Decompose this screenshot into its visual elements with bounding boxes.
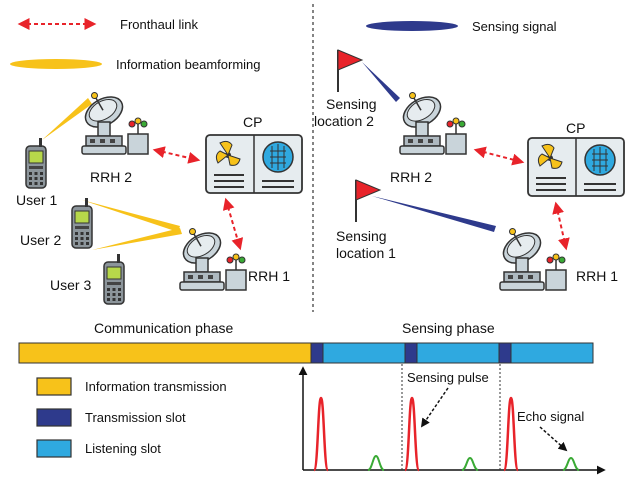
echo-2 (461, 456, 479, 471)
user1-label: User 1 (16, 192, 57, 208)
legend-fronthaul-label: Fronthaul link (120, 17, 199, 32)
fronthaul-right-rrh2-cp (473, 146, 525, 166)
user3-label: User 3 (50, 277, 91, 293)
fronthaul-rrh1-cp (222, 197, 244, 251)
timeline-slot-listen-slot (510, 342, 594, 364)
legend-listen-slot-swatch (36, 439, 72, 458)
sensing-beam-loc2 (362, 62, 400, 102)
cp-label-right: CP (566, 120, 585, 136)
timeline-slot-tx-slot (310, 342, 324, 364)
pulse-3 (502, 396, 520, 472)
left-panel: Fronthaul link Information beamforming R… (10, 17, 303, 305)
rrh1-label: RRH 1 (248, 268, 290, 284)
user3-phone-icon (103, 253, 125, 305)
rrh1-right-icon (492, 218, 567, 291)
pulse-plot: Sensing pulse Echo signal (298, 364, 606, 475)
user2-label: User 2 (20, 232, 61, 248)
rrh2-right-icon (392, 82, 467, 155)
timeline-slot-tx-slot (404, 342, 418, 364)
sense-phase-label: Sensing phase (402, 320, 495, 336)
fronthaul-rrh2-cp (152, 146, 201, 164)
sensing-pulse-arrow (420, 387, 449, 428)
timeline: Communication phase Sensing phase (18, 320, 594, 364)
timeline-slot-listen-slot (416, 342, 500, 364)
location2-line2: location 2 (314, 113, 374, 129)
pulse-1 (312, 396, 330, 472)
location2-line1: Sensing (326, 96, 377, 112)
beam-user3 (92, 228, 182, 250)
legend-tx-slot-swatch (36, 408, 72, 427)
legend-tx-slot-label: Transmission slot (85, 410, 186, 425)
echo-signal-label: Echo signal (517, 409, 584, 424)
right-panel: Sensing signal Sensing location 2 Sensin… (314, 19, 625, 291)
rrh2-label: RRH 2 (90, 169, 132, 185)
cp-icon-right (527, 137, 625, 197)
echo-3 (562, 456, 580, 471)
beam-user1 (42, 98, 92, 140)
legend-info-tx-swatch (36, 377, 72, 396)
user2-phone-icon (71, 197, 93, 249)
rrh1-right-label: RRH 1 (576, 268, 618, 284)
bottom-legend: Information transmission Transmission sl… (36, 377, 227, 458)
timeline-slot-info-tx (18, 342, 312, 364)
cp-label-left: CP (243, 114, 262, 130)
rrh2-right-label: RRH 2 (390, 169, 432, 185)
fronthaul-right-rrh1-cp (552, 201, 570, 251)
user1-phone-icon (25, 137, 47, 189)
legend-sensing-swatch (366, 21, 458, 31)
echo-1 (367, 454, 385, 471)
legend-beam-label: Information beamforming (116, 57, 261, 72)
sensing-beam-loc1 (372, 196, 496, 232)
echo-signal-arrow (539, 426, 568, 452)
rrh2-icon (74, 82, 149, 155)
timeline-slot-tx-slot (498, 342, 512, 364)
pulse-2 (403, 396, 421, 472)
cp-icon-left (205, 134, 303, 194)
legend-beam-swatch (10, 59, 102, 69)
timeline-slot-listen-slot (322, 342, 406, 364)
location1-line2: location 1 (336, 245, 396, 261)
legend-listen-slot-label: Listening slot (85, 441, 161, 456)
legend-sensing-label: Sensing signal (472, 19, 557, 34)
comm-phase-label: Communication phase (94, 320, 234, 336)
sensing-pulse-label: Sensing pulse (407, 370, 489, 385)
flag-location2-icon (337, 49, 363, 93)
timeline-bar (18, 342, 594, 364)
beam-user2 (82, 200, 180, 232)
flag-location1-icon (355, 179, 381, 223)
legend-info-tx-label: Information transmission (85, 379, 227, 394)
location1-line1: Sensing (336, 228, 387, 244)
